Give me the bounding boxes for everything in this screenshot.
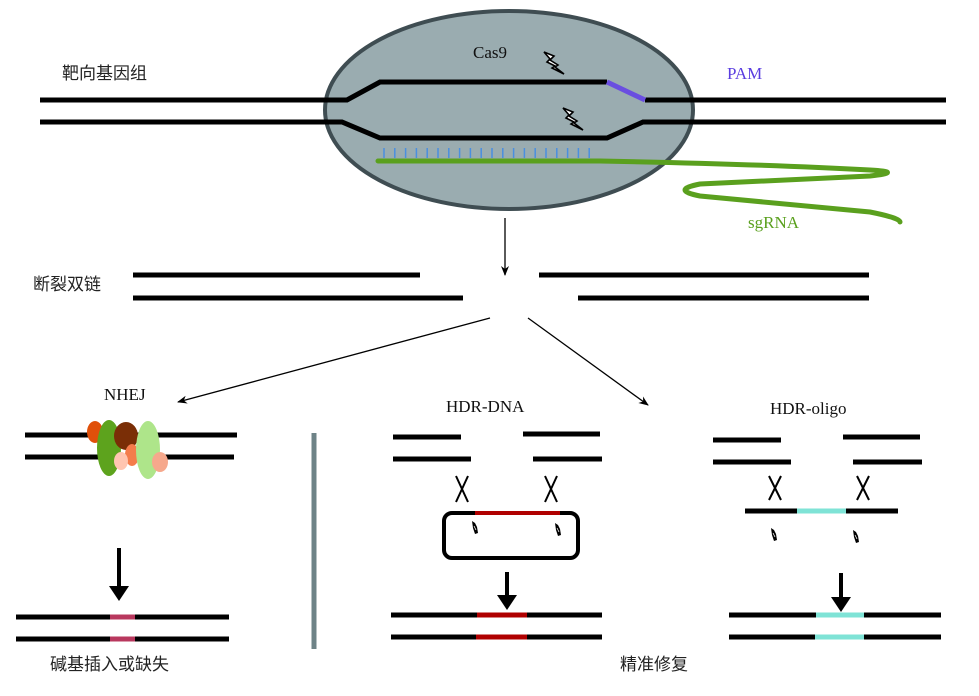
arrow-to-hdr-icon: [527, 317, 649, 406]
base-pair-ticks: [383, 148, 590, 158]
crossover-x-icon: [768, 475, 870, 501]
double-strand-break-section: 断裂双链: [33, 272, 869, 301]
pam-label: PAM: [727, 64, 762, 83]
pam-segment: [605, 79, 647, 103]
cut-icon: [471, 520, 479, 535]
arrow-to-nhej-icon: [177, 317, 491, 404]
hdr-dna-label: HDR-DNA: [446, 397, 525, 416]
crossover-x-icon: [455, 475, 558, 503]
cut-icon: [852, 529, 860, 544]
dna-top-strand-left: [40, 79, 607, 103]
nhej-label: NHEJ: [104, 385, 146, 404]
hdr-oligo-label: HDR-oligo: [770, 399, 847, 418]
hdr-oligo-section: HDR-oligo: [713, 399, 941, 640]
nhej-section: NHEJ 碱基插入或缺失: [16, 385, 237, 675]
nhej-protein-complex: [87, 420, 168, 479]
sgrna-strand: [375, 158, 903, 225]
sgrna-label: sgRNA: [748, 213, 800, 232]
indel-label: 碱基插入或缺失: [50, 655, 169, 675]
cut-icon: [554, 522, 562, 537]
hdr-dna-section: HDR-DNA: [391, 397, 602, 640]
dna-bottom-strand: [40, 119, 946, 141]
target-genome-label: 靶向基因组: [62, 64, 147, 84]
precise-repair-label: 精准修复: [620, 655, 688, 675]
cut-icon: [770, 527, 778, 542]
target-genome-section: 靶向基因组 Cas9 PAM sgRNA: [40, 9, 946, 232]
dsb-label: 断裂双链: [33, 275, 101, 295]
cas9-label: Cas9: [473, 43, 507, 62]
cas9-protein: [323, 9, 695, 211]
